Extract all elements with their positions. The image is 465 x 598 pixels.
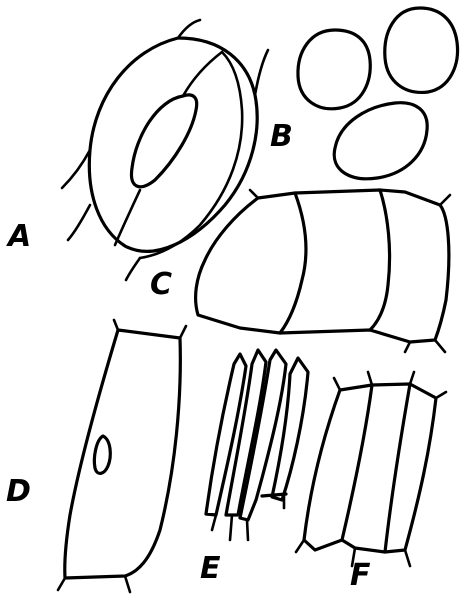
drawing-d-elongated-cell bbox=[58, 320, 186, 592]
parenchyma-wall-stub-bottom bbox=[405, 342, 410, 352]
neighbor-cell-wall-left bbox=[62, 150, 90, 188]
label-a: A bbox=[8, 222, 31, 252]
parenchyma-wall-stub-top bbox=[250, 190, 258, 198]
round-cell-2 bbox=[385, 8, 458, 92]
parenchyma-wall-1 bbox=[280, 193, 306, 333]
drawing-b-round-cells bbox=[298, 8, 458, 179]
round-cell-1 bbox=[298, 30, 370, 109]
parenchyma-outline bbox=[196, 190, 449, 342]
drawing-e-fibres bbox=[206, 350, 308, 540]
guard-cell-divider-bottom bbox=[115, 190, 140, 245]
neighbor-cell-wall-bottom bbox=[126, 258, 140, 280]
end-wall-stub-bottom-right bbox=[125, 576, 130, 592]
vessel-wall-stub-bottom-right bbox=[405, 550, 410, 566]
fibre-4 bbox=[272, 358, 308, 500]
drawing-f-vessel-segments bbox=[296, 372, 446, 566]
label-e: E bbox=[200, 554, 221, 584]
label-f: F bbox=[350, 561, 371, 591]
end-wall-stub-top-right bbox=[180, 326, 186, 338]
vessel-wall-stub-top-left bbox=[334, 378, 340, 390]
drawing-c-parenchyma bbox=[196, 190, 450, 352]
round-cell-3 bbox=[334, 103, 427, 179]
label-b: B bbox=[270, 122, 293, 152]
neighbor-cell-wall-top bbox=[178, 20, 200, 38]
end-wall-stub-bottom-left bbox=[58, 578, 65, 590]
vessel-wall-stub-right bbox=[436, 392, 446, 398]
fibre-tip-3 bbox=[247, 520, 248, 540]
vessel-wall-2 bbox=[385, 384, 410, 552]
stomatal-pore bbox=[132, 95, 197, 187]
parenchyma-wall-stub-right bbox=[440, 195, 450, 205]
end-wall-stub-top-left bbox=[114, 320, 118, 330]
parenchyma-wall-stub-bottom-right bbox=[435, 340, 445, 352]
label-c: C bbox=[150, 270, 172, 300]
fibre-tip-1 bbox=[212, 515, 216, 530]
drawing-a-stomata bbox=[62, 20, 268, 280]
neighbor-cell-wall-lower-left bbox=[68, 205, 90, 240]
vessel-wall-stub-bottom-left bbox=[296, 540, 304, 552]
nucleus bbox=[94, 436, 110, 473]
parenchyma-wall-2 bbox=[370, 190, 390, 330]
neighbor-cell-wall-right-edge bbox=[255, 50, 268, 95]
fibre-cross-wall bbox=[262, 494, 286, 496]
vessel-wall-stub-top-right bbox=[410, 372, 414, 384]
guard-cell-divider-top bbox=[183, 52, 222, 96]
label-d: D bbox=[6, 477, 31, 507]
vessel-wall-stub-top-mid bbox=[368, 372, 372, 385]
elongated-cell-outline bbox=[65, 330, 181, 578]
fibre-tip-2 bbox=[230, 515, 232, 540]
vessel-wall-1 bbox=[342, 385, 372, 540]
